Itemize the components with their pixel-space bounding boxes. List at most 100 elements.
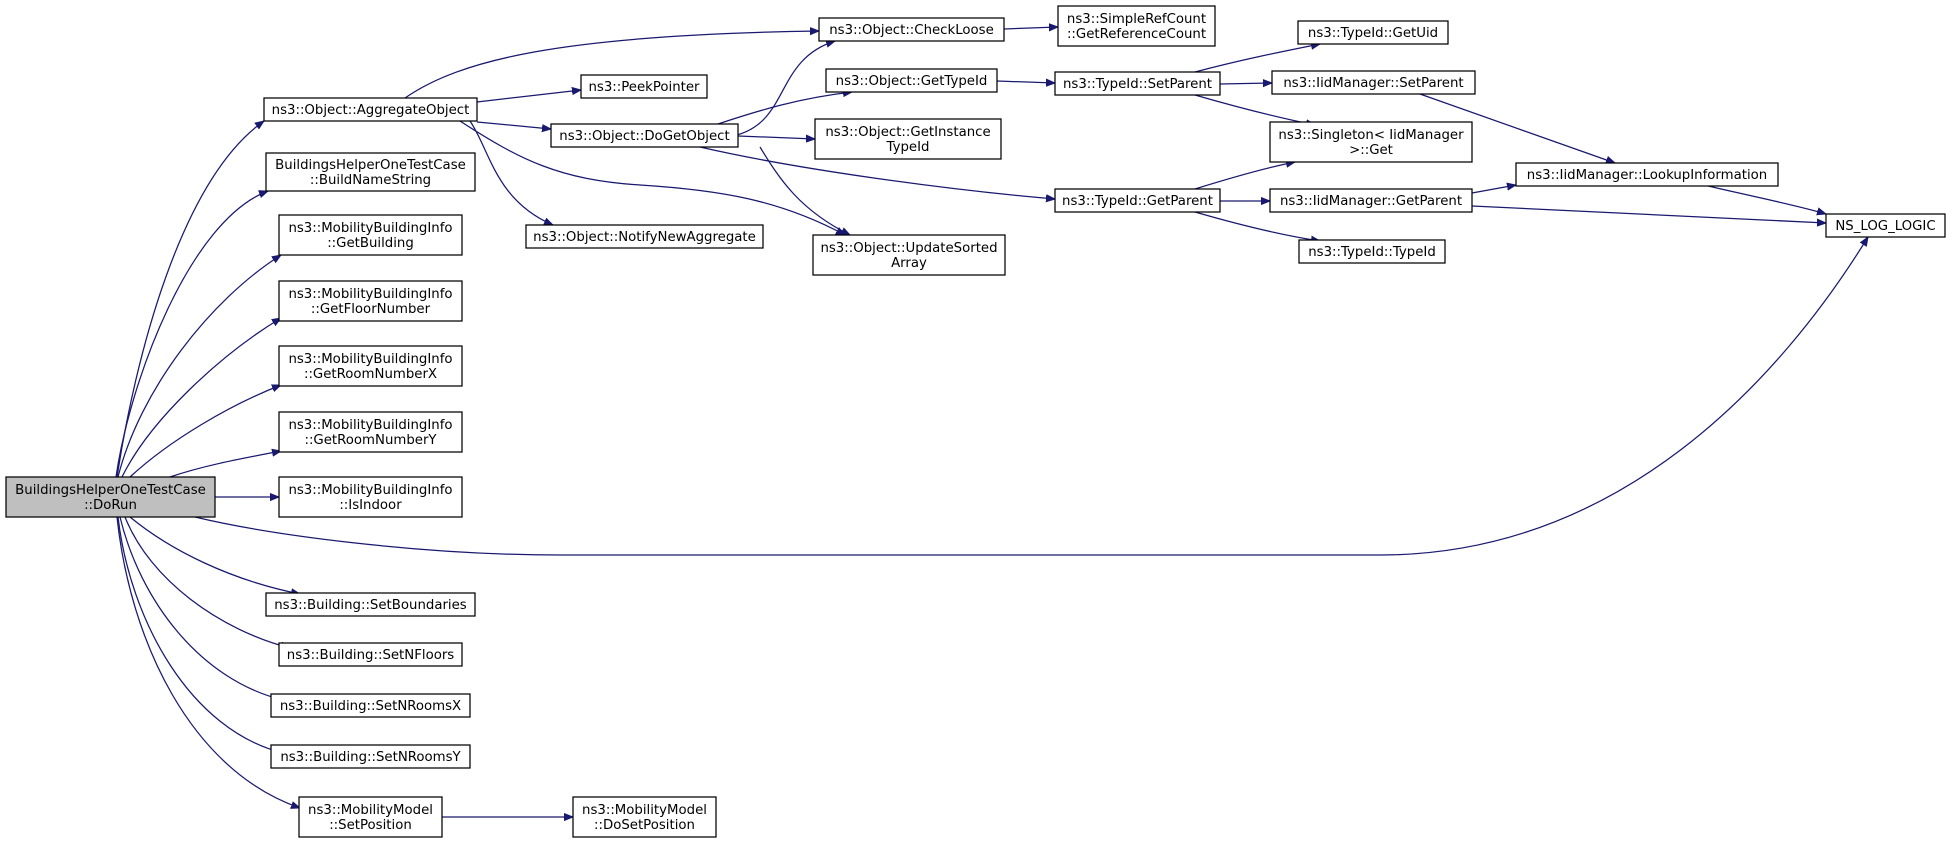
node-label: ns3::Building::SetNRoomsX bbox=[280, 699, 461, 714]
node-label: ns3::IidManager::SetParent bbox=[1283, 76, 1463, 91]
node-box bbox=[278, 280, 463, 322]
edge-aggregate-to-dogetobject bbox=[476, 121, 551, 129]
edge-aggregate-to-notify bbox=[469, 120, 553, 226]
edge-dorun-to-getbuilding bbox=[117, 255, 281, 478]
node-box bbox=[1297, 20, 1449, 45]
node-aggregate[interactable]: ns3::Object::AggregateObject bbox=[263, 97, 478, 122]
node-iid_setparent[interactable]: ns3::IidManager::SetParent bbox=[1271, 70, 1476, 95]
edge-aggregate-to-updatesorted bbox=[459, 120, 845, 235]
edge-dogetobject-to-getinstance bbox=[737, 136, 815, 139]
node-setparent[interactable]: ns3::TypeId::SetParent bbox=[1054, 71, 1221, 96]
edge-dorun-to-aggregate bbox=[116, 121, 264, 478]
node-box bbox=[1271, 70, 1476, 95]
node-getfloor[interactable]: ns3::MobilityBuildingInfo::GetFloorNumbe… bbox=[278, 280, 463, 322]
node-label: ns3::MobilityBuildingInfo bbox=[288, 483, 452, 498]
node-box bbox=[265, 592, 476, 617]
edge-iid_getparent-to-lookup bbox=[1471, 185, 1516, 194]
node-box bbox=[278, 345, 463, 387]
node-setnroomsx[interactable]: ns3::Building::SetNRoomsX bbox=[270, 693, 471, 718]
edge-iid_setparent-to-lookup bbox=[1419, 93, 1615, 163]
node-typeid[interactable]: ns3::TypeId::TypeId bbox=[1298, 239, 1446, 264]
node-label: ::GetRoomNumberY bbox=[304, 433, 437, 448]
node-box bbox=[550, 123, 739, 148]
node-label: ns3::MobilityBuildingInfo bbox=[288, 287, 452, 302]
edge-dogetobject-to-updatesorted bbox=[759, 146, 850, 236]
node-setnroomsy[interactable]: ns3::Building::SetNRoomsY bbox=[270, 744, 471, 769]
node-label: ns3::Object::NotifyNewAggregate bbox=[533, 230, 756, 245]
node-lookup[interactable]: ns3::IidManager::LookupInformation bbox=[1515, 162, 1779, 187]
node-box bbox=[1057, 5, 1216, 47]
node-box bbox=[270, 744, 471, 769]
node-buildname[interactable]: BuildingsHelperOneTestCase::BuildNameStr… bbox=[265, 152, 476, 192]
node-checkloose[interactable]: ns3::Object::CheckLoose bbox=[818, 17, 1005, 42]
node-label: ns3::MobilityModel bbox=[308, 803, 433, 818]
node-getroomy[interactable]: ns3::MobilityBuildingInfo::GetRoomNumber… bbox=[278, 411, 463, 453]
node-box bbox=[5, 476, 216, 518]
node-isindoor[interactable]: ns3::MobilityBuildingInfo::IsIndoor bbox=[278, 476, 463, 518]
node-label: ns3::TypeId::GetUid bbox=[1308, 26, 1438, 41]
edge-dogetobject-to-checkloose bbox=[736, 41, 835, 136]
node-box bbox=[1825, 213, 1946, 238]
edge-dorun-to-setposition bbox=[116, 516, 300, 808]
edge-dorun-to-setbounds bbox=[129, 516, 300, 594]
edge-setparent-to-iid_setparent bbox=[1219, 83, 1272, 84]
node-singleton[interactable]: ns3::Singleton< IidManager >::Get bbox=[1269, 121, 1473, 163]
node-label: BuildingsHelperOneTestCase bbox=[275, 158, 466, 173]
node-gettypeid[interactable]: ns3::Object::GetTypeId bbox=[825, 68, 998, 93]
node-label: ::BuildNameString bbox=[310, 173, 431, 188]
node-getbuilding[interactable]: ns3::MobilityBuildingInfo::GetBuilding bbox=[278, 214, 463, 256]
node-box bbox=[814, 118, 1002, 160]
node-peekpointer[interactable]: ns3::PeekPointer bbox=[580, 74, 708, 99]
node-label: ns3::MobilityBuildingInfo bbox=[288, 352, 452, 367]
edge-setparent-to-singleton bbox=[1194, 94, 1315, 125]
node-iid_getparent[interactable]: ns3::IidManager::GetParent bbox=[1269, 188, 1473, 213]
edge-aggregate-to-checkloose bbox=[404, 31, 819, 99]
node-box bbox=[1054, 71, 1221, 96]
node-label: ns3::MobilityBuildingInfo bbox=[288, 221, 452, 236]
node-box bbox=[525, 224, 764, 249]
node-label: ns3::SimpleRefCount bbox=[1067, 12, 1206, 27]
node-dorun[interactable]: BuildingsHelperOneTestCase::DoRun bbox=[5, 476, 216, 518]
node-label: ::GetReferenceCount bbox=[1067, 27, 1206, 42]
node-box bbox=[278, 476, 463, 518]
node-label: ns3::MobilityModel bbox=[582, 803, 707, 818]
edge-dorun-to-setnroomsy bbox=[117, 516, 283, 753]
node-getrefcount[interactable]: ns3::SimpleRefCount::GetReferenceCount bbox=[1057, 5, 1216, 47]
node-box bbox=[278, 642, 463, 667]
edge-dorun-to-setnroomsx bbox=[119, 516, 283, 700]
node-box bbox=[572, 796, 717, 838]
node-notify[interactable]: ns3::Object::NotifyNewAggregate bbox=[525, 224, 764, 249]
call-edges bbox=[115, 27, 1868, 817]
node-getuid[interactable]: ns3::TypeId::GetUid bbox=[1297, 20, 1449, 45]
node-box bbox=[580, 74, 708, 99]
edge-dorun-to-getroomy bbox=[169, 451, 281, 478]
node-setbounds[interactable]: ns3::Building::SetBoundaries bbox=[265, 592, 476, 617]
node-box bbox=[1298, 239, 1446, 264]
edge-lookup-to-nslog bbox=[1707, 185, 1826, 214]
node-box bbox=[270, 693, 471, 718]
node-box bbox=[812, 234, 1006, 276]
node-label: ns3::TypeId::TypeId bbox=[1308, 245, 1436, 260]
node-setposition[interactable]: ns3::MobilityModel::SetPosition bbox=[298, 796, 443, 838]
edge-dogetobject-to-gettypeid bbox=[717, 92, 852, 125]
node-label: ns3::Singleton< IidManager bbox=[1278, 128, 1464, 143]
node-label: >::Get bbox=[1349, 143, 1393, 158]
edge-dorun-to-getroomx bbox=[129, 384, 281, 478]
node-getroomx[interactable]: ns3::MobilityBuildingInfo::GetRoomNumber… bbox=[278, 345, 463, 387]
node-label: ns3::Building::SetNRoomsY bbox=[280, 750, 461, 765]
node-label: ns3::Building::SetBoundaries bbox=[274, 598, 467, 613]
node-box bbox=[298, 796, 443, 838]
node-dogetobject[interactable]: ns3::Object::DoGetObject bbox=[550, 123, 739, 148]
node-label: ::IsIndoor bbox=[339, 498, 402, 513]
node-label: ::SetPosition bbox=[329, 818, 412, 833]
node-label: ns3::PeekPointer bbox=[588, 80, 700, 95]
node-setnfloors[interactable]: ns3::Building::SetNFloors bbox=[278, 642, 463, 667]
node-dosetposition[interactable]: ns3::MobilityModel::DoSetPosition bbox=[572, 796, 717, 838]
edge-aggregate-to-peekpointer bbox=[476, 90, 581, 103]
node-nslog[interactable]: NS_LOG_LOGIC bbox=[1825, 213, 1946, 238]
function-nodes: BuildingsHelperOneTestCase::DoRun ns3::Ob… bbox=[5, 5, 1946, 838]
node-getparent[interactable]: ns3::TypeId::GetParent bbox=[1054, 188, 1221, 213]
